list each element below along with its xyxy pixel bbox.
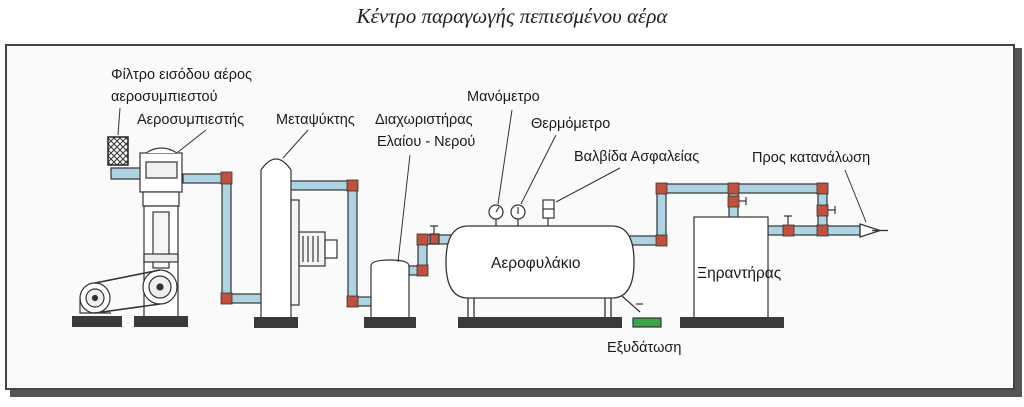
label-consumption: Προς κατανάλωση [752, 150, 870, 166]
pipe-aftercooler-top [289, 180, 357, 191]
label-safety-valve: Βαλβίδα Ασφαλείας [574, 149, 699, 165]
oil-water-separator [370, 259, 410, 319]
separator-base [364, 317, 416, 328]
pipe-compressor-down [221, 173, 232, 301]
label-aftercooler: Μεταψύκτης [276, 112, 355, 128]
frame-shadow-bottom [10, 390, 1022, 397]
label-filter-line1: Φίλτρο εισόδου αέρος [111, 67, 252, 83]
air-tank [445, 225, 635, 318]
air-compressor [79, 147, 183, 319]
compressor-base [134, 316, 188, 327]
intake-filter [107, 136, 129, 166]
motor-base [72, 316, 122, 327]
label-filter-line2: αεροσυμπιεστού [111, 89, 218, 105]
leader-lines [117, 107, 867, 263]
air-dryer [693, 216, 769, 319]
label-dryer: Ξηραντήρας [697, 265, 781, 282]
frame-shadow-right [1015, 48, 1022, 396]
air-tank-base [458, 317, 622, 328]
aftercooler-base [254, 317, 298, 328]
pipe-filter-intake [110, 167, 142, 180]
aftercooler [260, 158, 338, 319]
pipe-joints [220, 171, 829, 308]
manometer-gauge [488, 204, 504, 226]
consumption-arrow-icon [859, 223, 883, 238]
diagram-title: Κέντρο παραγωγής πεπιεσμένου αέρα [356, 4, 668, 28]
label-separator-line1: Διαχωριστήρας [375, 112, 473, 128]
label-drain: Εξυδάτωση [607, 340, 681, 356]
label-compressor: Αεροσυμπιεστής [137, 112, 244, 128]
pipe-to-consumption [767, 225, 861, 236]
pipe-to-separator-down [347, 180, 358, 304]
drain-assembly [621, 295, 662, 328]
label-thermometer: Θερμόμετρο [531, 116, 610, 132]
pipe-tank-to-dryer-top [656, 183, 736, 194]
label-manometer: Μανόμετρο [467, 89, 540, 105]
safety-valve [542, 199, 555, 226]
thermometer-gauge [510, 204, 526, 226]
dryer-base [680, 317, 784, 328]
pipe-bypass-top [728, 183, 828, 194]
bypass-valves [739, 197, 836, 225]
label-air-tank: Αεροφυλάκιο [491, 255, 581, 272]
label-separator-line2: Ελαίου - Νερού [377, 134, 475, 150]
inlet-valve [429, 225, 440, 245]
